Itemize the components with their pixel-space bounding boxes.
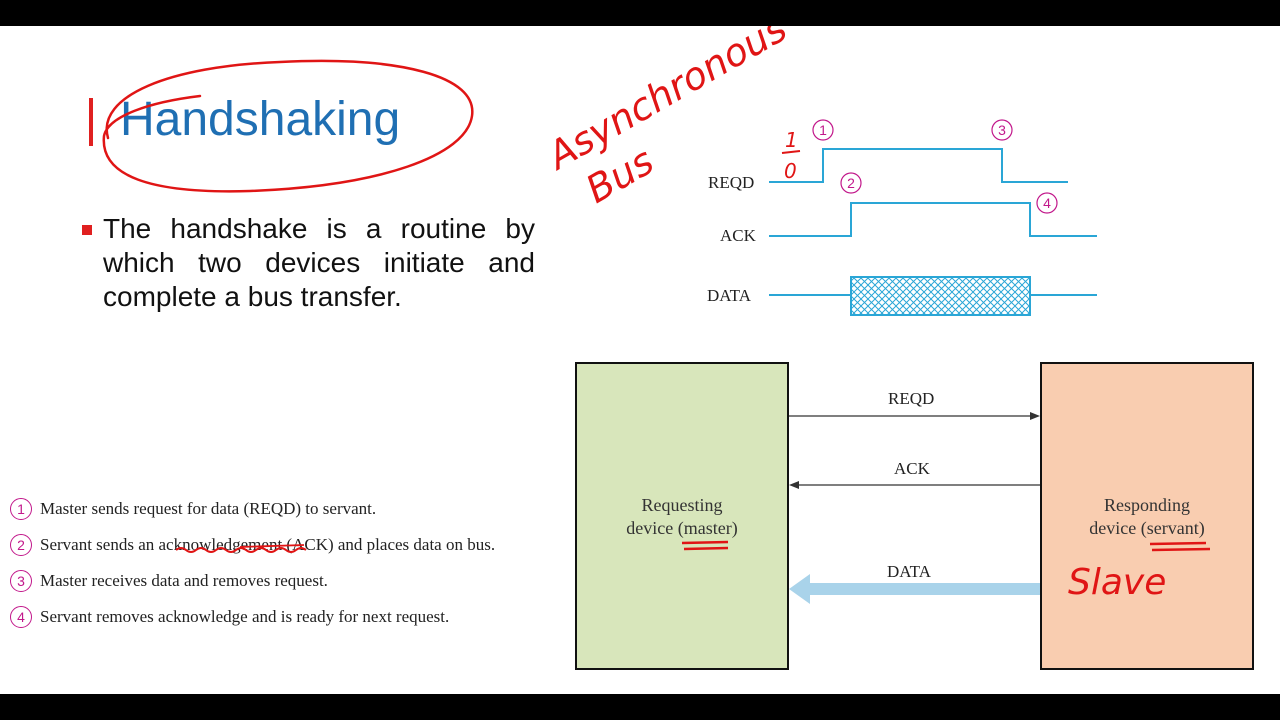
step-text: Servant removes acknowledge and is ready… [40, 607, 450, 626]
svg-text:1: 1 [819, 122, 827, 138]
step-item: 3 Master receives data and removes reque… [10, 563, 495, 599]
marker-3: 3 [991, 119, 1013, 141]
step-number: 3 [10, 570, 32, 592]
servant-underline-ink-1 [1149, 541, 1207, 546]
acknowledgement-underline-ink [175, 547, 307, 553]
title-circle-ink [102, 59, 474, 193]
marker-1: 1 [812, 119, 834, 141]
level-high-ink: 1 [785, 128, 798, 152]
timing-label-reqd: REQD [708, 173, 755, 192]
title-accent-bar [89, 98, 93, 146]
master-underline-ink-1 [681, 540, 729, 545]
bullet-text: The handshake is a routine by which two … [103, 213, 535, 312]
arrow-label-data: DATA [887, 562, 931, 581]
acknowledgement-underline-ink-2 [239, 544, 305, 548]
level-low-ink: 0 [784, 159, 797, 183]
timing-label-ack: ACK [720, 226, 756, 245]
slave-ink: Slave [1068, 562, 1166, 603]
data-valid-region [850, 276, 1031, 316]
steps-list: 1 Master sends request for data (REQD) t… [10, 491, 495, 635]
slide: Handshaking The handshake is a routine b… [0, 26, 1280, 694]
step-number: 1 [10, 498, 32, 520]
servant-device-box: Responding device (servant) [1040, 362, 1254, 670]
ack-waveform [769, 202, 1097, 237]
svg-text:4: 4 [1043, 195, 1051, 211]
reqd-waveform [769, 148, 1068, 183]
ack-arrowhead [789, 481, 799, 489]
step-text: Master receives data and removes request… [40, 571, 328, 590]
servant-label-line2: device (servant) [1089, 518, 1205, 538]
reqd-arrowhead [1030, 412, 1040, 420]
master-label-line1: Requesting [641, 495, 723, 515]
master-label-line2: device (master) [626, 518, 738, 538]
asynchronous-ink: Asynchronous [538, 26, 794, 179]
step-item: 1 Master sends request for data (REQD) t… [10, 491, 495, 527]
data-arrowhead [789, 574, 810, 604]
marker-4: 4 [1036, 192, 1058, 214]
ink-annotations: 1 0 Asynchronous Bus Slave [102, 26, 1211, 603]
master-device-box: Requesting device (master) [575, 362, 789, 670]
step-item: 2 Servant sends an acknowledgement (ACK)… [10, 527, 495, 563]
svg-text:2: 2 [847, 175, 855, 191]
marker-2: 2 [840, 172, 862, 194]
arrow-label-ack: ACK [894, 459, 930, 478]
svg-text:3: 3 [998, 122, 1006, 138]
step-number: 2 [10, 534, 32, 556]
servant-label-line1: Responding [1103, 495, 1190, 515]
data-arrow-shaft [808, 583, 1040, 595]
servant-underline-ink-2 [1151, 547, 1211, 552]
arrow-label-reqd: REQD [888, 389, 935, 408]
timing-label-data: DATA [707, 286, 751, 305]
bullet-square-icon [82, 225, 92, 235]
master-underline-ink-2 [683, 546, 729, 551]
step-text: Master sends request for data (REQD) to … [40, 499, 377, 518]
step-item: 4 Servant removes acknowledge and is rea… [10, 599, 495, 635]
level-fraction-ink [781, 150, 801, 154]
timing-diagram: 1 2 3 4 [769, 119, 1097, 604]
step-number: 4 [10, 606, 32, 628]
step-text: Servant sends an acknowledgement (ACK) a… [40, 535, 496, 554]
